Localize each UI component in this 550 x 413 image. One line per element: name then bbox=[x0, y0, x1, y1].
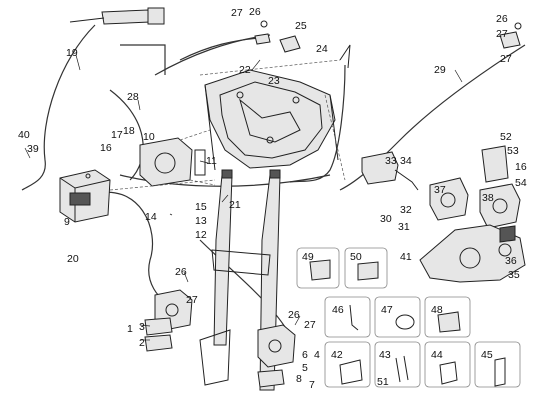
rear-master-cylinder bbox=[339, 44, 419, 191]
box-label-48: 48 bbox=[431, 304, 443, 316]
accessory-box-43: 43 51 bbox=[374, 341, 421, 388]
callout-3: 3 bbox=[139, 321, 145, 333]
front-caliper-left bbox=[144, 289, 193, 352]
callout-2: 2 bbox=[139, 337, 145, 349]
callout-54: 54 bbox=[515, 177, 527, 189]
box-label-51: 51 bbox=[377, 376, 389, 388]
callout-16: 16 bbox=[100, 142, 112, 154]
callout-26-c: 26 bbox=[175, 266, 187, 278]
callout-29: 29 bbox=[434, 64, 446, 76]
callout-27-b: 27 bbox=[496, 28, 508, 40]
callout-23: 23 bbox=[268, 75, 280, 87]
box-label-49: 49 bbox=[302, 251, 314, 263]
abs-unit bbox=[59, 169, 111, 223]
callout-35: 35 bbox=[508, 269, 520, 281]
callout-8: 8 bbox=[296, 373, 302, 385]
callout-37: 37 bbox=[434, 184, 446, 196]
callout-15: 15 bbox=[195, 201, 207, 213]
front-caliper-right bbox=[257, 324, 296, 388]
frame-part bbox=[204, 69, 339, 171]
bracket-assembly bbox=[139, 129, 216, 187]
rear-brake-hose-29 bbox=[339, 44, 526, 191]
box-label-43: 43 bbox=[379, 349, 391, 361]
callout-14: 14 bbox=[145, 211, 157, 223]
callout-11: 11 bbox=[206, 155, 217, 167]
callout-9: 9 bbox=[64, 216, 70, 228]
callout-19: 19 bbox=[66, 47, 78, 59]
accessory-box-49: 49 bbox=[296, 247, 340, 289]
callout-40: 40 bbox=[18, 129, 30, 141]
callout-4: 4 bbox=[314, 349, 320, 361]
callout-28: 28 bbox=[127, 91, 139, 103]
box-label-44: 44 bbox=[431, 349, 443, 361]
box-label-50: 50 bbox=[350, 251, 362, 263]
callout-20: 20 bbox=[67, 253, 79, 265]
callout-53: 53 bbox=[507, 145, 519, 157]
callout-26-d: 26 bbox=[288, 309, 300, 321]
box-label-45: 45 bbox=[481, 349, 493, 361]
front-brake-hose-19 bbox=[21, 24, 96, 191]
swingarm bbox=[419, 224, 526, 283]
rear-hose-lower bbox=[289, 64, 346, 183]
callout-21: 21 bbox=[229, 199, 241, 211]
callout-numbers: 19 28 40 39 17 18 16 10 11 9 20 15 14 13… bbox=[18, 6, 527, 391]
callout-10: 10 bbox=[143, 131, 155, 143]
callout-17: 17 bbox=[111, 129, 123, 141]
callout-12: 12 bbox=[195, 229, 207, 241]
callout-16-b: 16 bbox=[515, 161, 527, 173]
callout-36: 36 bbox=[505, 255, 517, 267]
hose-clips bbox=[254, 20, 522, 53]
callout-24: 24 bbox=[316, 43, 328, 55]
callout-34: 34 bbox=[400, 155, 412, 167]
callout-27-e: 27 bbox=[304, 319, 316, 331]
front-master-cylinder bbox=[69, 7, 165, 25]
rear-caliper-assembly bbox=[429, 145, 521, 229]
accessory-box-46: 46 bbox=[324, 296, 371, 338]
accessory-box-50: 50 bbox=[344, 247, 388, 289]
callout-41: 41 bbox=[400, 251, 412, 263]
callout-7: 7 bbox=[309, 379, 315, 391]
callout-52: 52 bbox=[500, 131, 512, 143]
accessory-box-42: 42 bbox=[324, 341, 371, 388]
reference-dashed-lines bbox=[109, 59, 346, 191]
accessory-box-44: 44 bbox=[424, 341, 471, 388]
callout-5: 5 bbox=[302, 362, 308, 374]
box-label-42: 42 bbox=[331, 349, 343, 361]
callout-33: 33 bbox=[385, 155, 397, 167]
callout-26-b: 26 bbox=[496, 13, 508, 25]
accessory-box-48: 48 bbox=[424, 296, 471, 338]
callout-6: 6 bbox=[302, 349, 308, 361]
hose-23 bbox=[179, 37, 261, 61]
callout-38: 38 bbox=[482, 192, 494, 204]
accessory-box-47: 47 bbox=[374, 296, 421, 338]
callout-1: 1 bbox=[127, 323, 133, 335]
callout-27: 27 bbox=[231, 7, 243, 19]
callout-13: 13 bbox=[195, 215, 207, 227]
callout-32: 32 bbox=[400, 204, 412, 216]
hose-28 bbox=[109, 89, 144, 181]
callout-39: 39 bbox=[27, 143, 39, 155]
leader-lines bbox=[24, 54, 463, 341]
callout-26: 26 bbox=[249, 6, 261, 18]
box-label-46: 46 bbox=[332, 304, 344, 316]
box-label-47: 47 bbox=[381, 304, 393, 316]
callout-31: 31 bbox=[398, 221, 410, 233]
callout-18: 18 bbox=[123, 125, 135, 137]
callout-30: 30 bbox=[380, 213, 392, 225]
accessory-box-45: 45 bbox=[474, 341, 521, 388]
callout-22: 22 bbox=[239, 64, 251, 76]
callout-27-c: 27 bbox=[500, 53, 512, 65]
callout-25: 25 bbox=[295, 20, 307, 32]
callout-27-d: 27 bbox=[186, 294, 198, 306]
